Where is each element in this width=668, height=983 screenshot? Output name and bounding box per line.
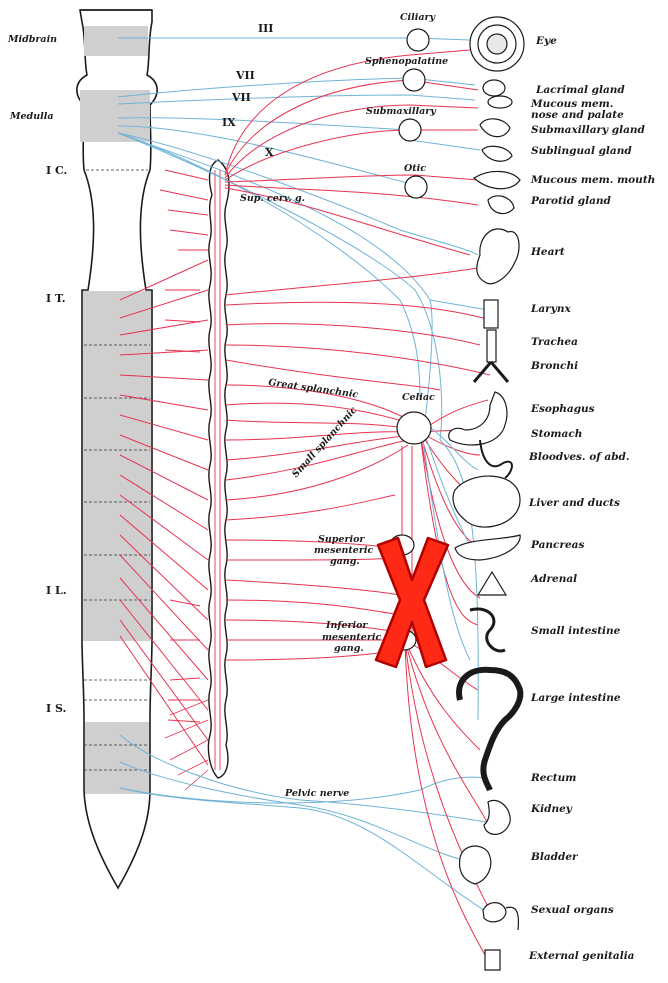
cranial-nerve-labels: III VII VII IX X xyxy=(222,22,274,159)
heart-icon xyxy=(477,229,519,284)
organ-label-heart: Heart xyxy=(530,246,565,258)
sympathetic-trunk xyxy=(208,160,229,778)
adrenal-icon xyxy=(478,572,506,595)
organ-label-esophagus: Esophagus xyxy=(530,403,595,415)
celiac-ganglion xyxy=(397,412,431,444)
trachea-icon xyxy=(487,330,496,362)
label-cn-x: X xyxy=(265,146,274,159)
midbrain-segment xyxy=(84,26,148,56)
splanchnic-nerves xyxy=(226,385,408,660)
organ-label-stomach: Stomach xyxy=(531,428,582,440)
label-great-splanchnic: Great splanchnic xyxy=(268,377,360,401)
label-inf-mes-1: Inferior xyxy=(325,620,368,631)
pancreas-icon xyxy=(455,535,520,560)
label-cn-iii: III xyxy=(258,22,273,35)
organ-label-small-int: Small intestine xyxy=(531,625,621,637)
label-sup-cerv: Sup. cerv. g. xyxy=(240,193,305,204)
label-thoracic: I T. xyxy=(46,292,66,305)
organ-label-trachea: Trachea xyxy=(531,336,578,348)
label-submaxillary: Submaxillary xyxy=(366,106,437,117)
organ-label-lacrimal: Lacrimal gland xyxy=(535,84,625,96)
organ-label-submaxillary-gland: Submaxillary gland xyxy=(531,124,646,136)
spinal-cord xyxy=(77,10,157,888)
organ-label-larynx: Larynx xyxy=(530,303,571,315)
label-cn-vii-b: VII xyxy=(231,91,251,104)
large-intestine-icon xyxy=(459,670,520,790)
small-intestine-icon xyxy=(470,609,505,651)
label-ciliary: Ciliary xyxy=(400,12,437,23)
label-medulla: Medulla xyxy=(9,111,53,122)
organ-label-sublingual: Sublingual gland xyxy=(531,145,632,157)
label-sphenopalatine: Sphenopalatine xyxy=(365,56,448,67)
bladder-icon xyxy=(460,846,491,884)
organ-label-mucous-nose-2: nose and palate xyxy=(531,109,624,121)
label-celiac: Celiac xyxy=(402,392,435,403)
organ-label-ext-genitalia: External genitalia xyxy=(528,950,635,962)
mucous-mouth-icon xyxy=(474,171,520,188)
lacrimal-gland-icon xyxy=(483,80,512,108)
organ-label-large-int: Large intestine xyxy=(530,692,621,704)
label-sup-mes-1: Superior xyxy=(318,534,365,545)
liver-icon xyxy=(453,476,520,527)
organ-label-liver: Liver and ducts xyxy=(528,497,620,509)
parotid-gland-icon xyxy=(488,196,514,214)
organ-label-adrenal: Adrenal xyxy=(530,573,577,585)
kidney-icon xyxy=(484,800,510,834)
sacral-segments xyxy=(85,722,149,794)
label-pelvic-nerve: Pelvic nerve xyxy=(284,788,349,799)
ciliary-ganglion xyxy=(407,29,429,51)
external-genitalia-icon xyxy=(485,950,500,970)
label-otic: Otic xyxy=(404,163,426,174)
sympathetic-chain xyxy=(208,160,229,778)
otic-ganglion xyxy=(405,176,427,198)
label-cn-vii-a: VII xyxy=(235,69,255,82)
submaxillary-gland-icon xyxy=(480,119,510,137)
label-sup-mes-3: gang. xyxy=(330,556,360,567)
label-cn-ix: IX xyxy=(222,116,236,129)
stomach-icon xyxy=(449,392,507,445)
label-midbrain: Midbrain xyxy=(7,34,57,45)
label-sup-mes-2: mesenteric xyxy=(314,545,373,556)
organ-label-pancreas: Pancreas xyxy=(530,539,584,551)
sphenopalatine-ganglion xyxy=(403,69,425,91)
organ-label-kidney: Kidney xyxy=(530,803,573,815)
cord-labels: Midbrain Medulla I C. I T. I L. I S. xyxy=(7,34,67,715)
submaxillary-ganglion xyxy=(399,119,421,141)
larynx-icon xyxy=(484,300,498,328)
organ-label-parotid: Parotid gland xyxy=(530,195,612,207)
label-cervical: I C. xyxy=(46,164,67,177)
bloodvessels-icon xyxy=(480,440,512,478)
medulla-segment xyxy=(80,90,150,142)
sublingual-gland-icon xyxy=(482,146,512,161)
label-inf-mes-2: mesenteric xyxy=(322,632,381,643)
label-inf-mes-3: gang. xyxy=(334,643,364,654)
organ-label-bloodves: Bloodves. of abd. xyxy=(528,451,630,463)
label-lumbar: I L. xyxy=(46,584,67,597)
organ-drawings xyxy=(449,17,524,970)
organ-label-mucous-mouth: Mucous mem. mouth xyxy=(530,174,655,186)
cranial-parasympathetic-fibers xyxy=(118,38,488,440)
sympathetic-thoracic-fibers xyxy=(226,268,490,390)
pelvic-fibers xyxy=(120,735,487,912)
label-sacral: I S. xyxy=(46,702,66,715)
sexual-organs-icon xyxy=(483,903,518,930)
organ-label-rectum: Rectum xyxy=(530,772,576,784)
organ-label-bronchi: Bronchi xyxy=(530,360,578,372)
organ-label-sexual: Sexual organs xyxy=(531,904,614,916)
eye-icon xyxy=(470,17,524,71)
label-small-splanchnic: Small splanchnic xyxy=(290,405,359,480)
organ-label-eye: Eye xyxy=(535,35,557,47)
organ-label-bladder: Bladder xyxy=(530,851,579,863)
